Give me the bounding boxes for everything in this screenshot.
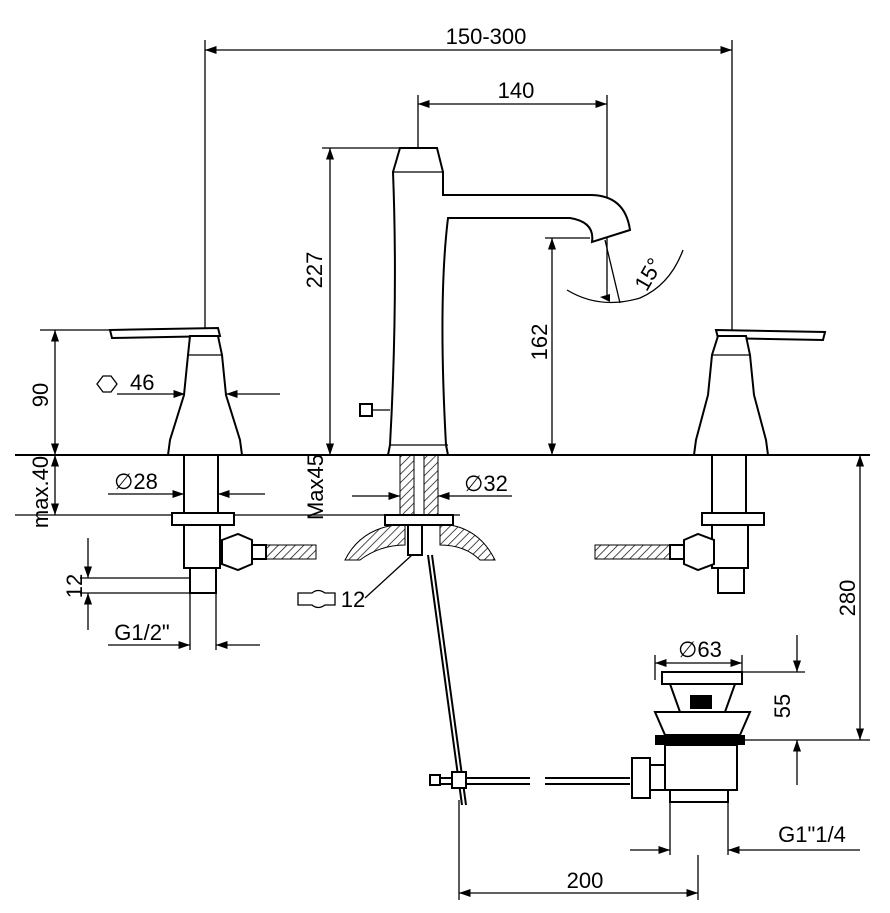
spout-shank-dia-label: ∅32 bbox=[464, 471, 508, 496]
pull-rod bbox=[427, 554, 630, 806]
right-valve-connector bbox=[594, 532, 715, 572]
drain-flange-label: 55 bbox=[770, 694, 795, 718]
dim-drain-dia: ∅63 bbox=[654, 637, 743, 680]
dim-overall-width: 150-300 bbox=[204, 24, 733, 330]
dim-outlet-height: 162 bbox=[527, 237, 590, 455]
handle-height-label: 90 bbox=[28, 383, 53, 407]
dim-handle-height: 90 bbox=[28, 329, 112, 455]
dim-handle-hex: 46 bbox=[96, 370, 280, 399]
dim-spout-height: 227 bbox=[302, 147, 400, 455]
handle-shank-label: ∅28 bbox=[114, 469, 158, 494]
handle-body-label: max.40 bbox=[28, 456, 53, 528]
wrench-size-label: 12 bbox=[341, 587, 365, 612]
deck-max-label: Max45 bbox=[303, 454, 328, 520]
dim-spout-shank-dia: ∅32 bbox=[352, 471, 512, 501]
drain-height-label: 280 bbox=[835, 580, 860, 617]
dim-deck-max: Max45 bbox=[303, 454, 328, 520]
drain-thread-label: G1"1/4 bbox=[778, 822, 846, 847]
valve-thread-height-label: 12 bbox=[62, 574, 87, 598]
pull-rod-label: 200 bbox=[567, 868, 604, 893]
dim-drain-flange: 55 bbox=[742, 635, 870, 785]
spout-height-label: 227 bbox=[302, 252, 327, 289]
right-handle bbox=[594, 328, 827, 594]
wrench-callout: 12 bbox=[297, 554, 413, 612]
spout-shank bbox=[344, 454, 496, 561]
hex-icon bbox=[96, 375, 118, 393]
dim-spout-angle: 15° bbox=[566, 239, 684, 304]
outlet-height-label: 162 bbox=[527, 324, 552, 361]
spout-body bbox=[359, 147, 632, 456]
dim-spout-reach: 140 bbox=[417, 78, 608, 300]
left-handle bbox=[108, 326, 317, 594]
left-valve-connector bbox=[221, 532, 317, 572]
handle-hex-label: 46 bbox=[130, 370, 154, 395]
dim-handle-shank: ∅28 bbox=[108, 469, 265, 499]
wrench-icon bbox=[297, 589, 336, 609]
dim-drain-height: 280 bbox=[835, 455, 865, 740]
dim-valve-thread-height: 12 bbox=[62, 538, 190, 630]
spout-angle-label: 15° bbox=[629, 254, 667, 295]
drain-assembly bbox=[631, 671, 752, 855]
drain-dia-label: ∅63 bbox=[678, 637, 722, 662]
spout-reach-label: 140 bbox=[498, 78, 535, 103]
overall-width-label: 150-300 bbox=[446, 24, 527, 49]
valve-thread-label: G1/2" bbox=[114, 620, 170, 645]
dim-pull-rod: 200 bbox=[458, 800, 699, 900]
dim-handle-body: max.40 bbox=[28, 455, 60, 528]
dim-drain-thread: G1"1/4 bbox=[630, 822, 860, 855]
dim-valve-thread: G1/2" bbox=[108, 593, 260, 650]
